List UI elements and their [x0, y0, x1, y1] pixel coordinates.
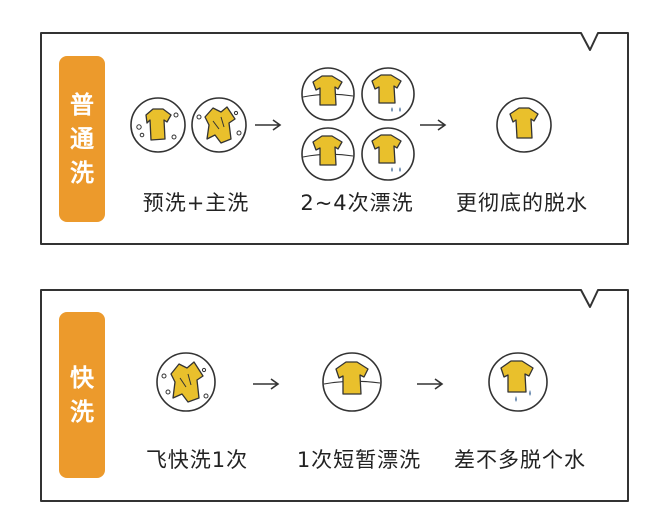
- step-caption: 更彻底的脱水: [456, 191, 588, 215]
- rinse-drum-icon: [301, 67, 355, 121]
- tab-char: 快: [70, 364, 94, 392]
- tab-char: 通: [70, 125, 94, 153]
- rinse-drum-icon: [361, 67, 415, 121]
- mainwash-drum-icon: [191, 97, 247, 153]
- light-spin-drum-icon: [488, 352, 548, 412]
- arrow-right-icon: [253, 378, 280, 390]
- tab-quick-wash: 快 洗: [59, 312, 105, 478]
- arrow-right-icon: [420, 119, 447, 131]
- rinse-drum-icon: [361, 127, 415, 181]
- tab-char: 洗: [70, 159, 94, 187]
- tab-char: 普: [70, 91, 94, 119]
- step-caption: 飞快洗1次: [145, 448, 249, 472]
- arrow-right-icon: [417, 378, 444, 390]
- short-rinse-drum-icon: [322, 352, 382, 412]
- step-caption: 1次短暂漂洗: [296, 448, 422, 472]
- step-caption: 2~4次漂洗: [300, 191, 414, 215]
- rinse-drum-icon: [301, 127, 355, 181]
- step-caption: 预洗+主洗: [142, 191, 250, 215]
- spin-dry-drum-icon: [496, 97, 552, 153]
- tab-normal-wash: 普 通 洗: [59, 56, 105, 222]
- tab-char: 洗: [70, 398, 94, 426]
- prewash-drum-icon: [130, 97, 186, 153]
- step-caption: 差不多脱个水: [454, 448, 586, 472]
- quick-wash-drum-icon: [156, 352, 216, 412]
- arrow-right-icon: [255, 119, 282, 131]
